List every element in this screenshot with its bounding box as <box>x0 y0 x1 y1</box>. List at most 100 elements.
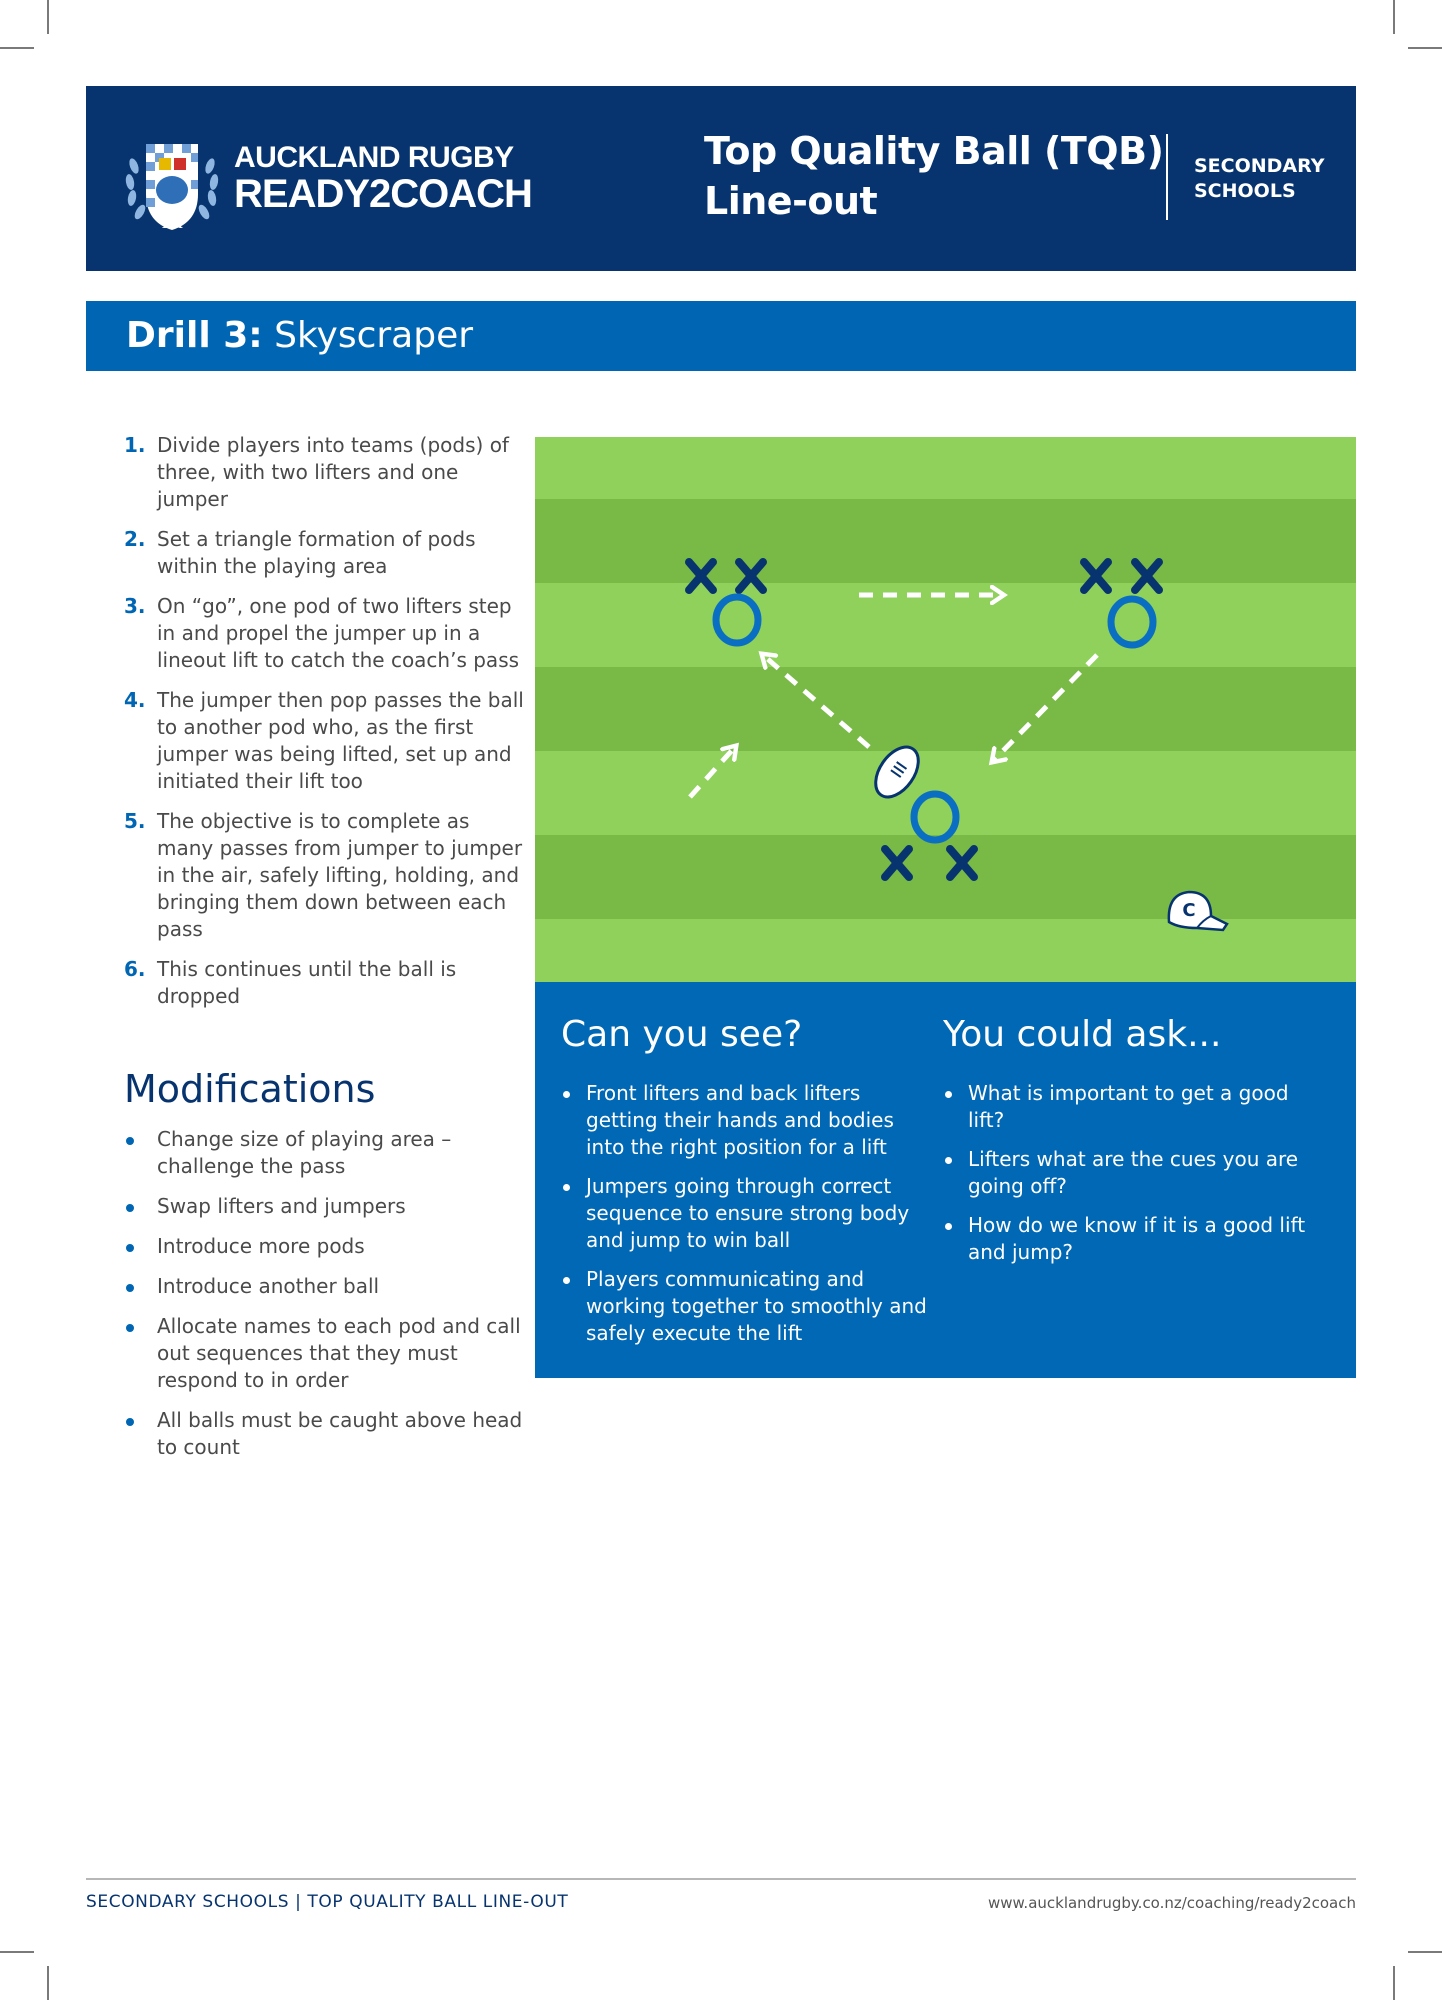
rugby-ball-icon <box>874 745 920 799</box>
step-number: 4. <box>124 688 146 712</box>
step-item: 4. The jumper then pop passes the ball to… <box>124 687 524 795</box>
crop-mark <box>1408 47 1442 49</box>
step-item: 2.Set a triangle formation of pods withi… <box>124 526 524 580</box>
question-text: How do we know if it is a good lift and … <box>968 1213 1306 1264</box>
lifter-x-marker <box>1080 558 1163 594</box>
bullet-icon <box>126 1324 134 1332</box>
modification-text: Swap lifters and jumpers <box>157 1194 406 1218</box>
bullet-icon <box>945 1223 952 1230</box>
field-stripe-dark <box>535 667 1356 751</box>
auckland-rugby-crest-icon: RA <box>125 144 219 232</box>
brand-line-1: AUCKLAND RUGBY <box>234 141 514 174</box>
footer-section-label: SECONDARY SCHOOLS | TOP QUALITY BALL LIN… <box>86 1892 569 1912</box>
step-text: Divide players into teams (pods) of thre… <box>157 433 509 511</box>
crop-mark <box>0 47 34 49</box>
drill-title: Drill 3: Skyscraper <box>126 315 473 357</box>
step-text: The jumper then pop passes the ball to a… <box>157 688 524 793</box>
pod-bottom <box>881 790 978 881</box>
drill-field-diagram: C <box>535 437 1356 983</box>
crop-mark <box>47 0 49 34</box>
audience-line-1: SECONDARY <box>1194 155 1325 177</box>
step-text: This continues until the ball is dropped <box>157 957 457 1008</box>
jumper-o-marker <box>910 790 960 844</box>
coaching-points-panel: Can you see? Front lifters and back lift… <box>535 982 1356 1378</box>
step-text: The objective is to complete as many pas… <box>157 809 523 941</box>
modification-item: Introduce more pods <box>124 1233 524 1260</box>
bullet-icon <box>126 1137 134 1145</box>
crop-mark <box>1393 1966 1395 2000</box>
step-text: Set a triangle formation of pods within … <box>157 527 476 578</box>
step-number: 1. <box>124 433 146 457</box>
pod-top-left <box>685 558 767 647</box>
step-number: 3. <box>124 594 146 618</box>
step-item: 6. This continues until the ball is dropp… <box>124 956 524 1010</box>
modification-item: Introduce another ball <box>124 1273 524 1300</box>
svg-text:RA: RA <box>162 216 184 232</box>
field-stripe-dark <box>535 499 1356 583</box>
footer-url[interactable]: www.aucklandrugby.co.nz/coaching/ready2c… <box>988 1894 1356 1912</box>
drill-number: Drill 3: <box>126 315 263 356</box>
field-stripe-dark <box>535 835 1356 919</box>
page-title: Top Quality Ball (TQB) Line-out <box>704 126 1164 226</box>
coach-cap-icon: C <box>1167 890 1229 932</box>
step-number: 6. <box>124 957 146 981</box>
you-could-ask-section: You could ask... What is important to ge… <box>943 1012 1323 1278</box>
observation-item: Front lifters and back lifters getting t… <box>561 1080 931 1161</box>
modification-text: All balls must be caught above head to c… <box>157 1408 523 1459</box>
can-you-see-heading: Can you see? <box>561 1014 803 1055</box>
crop-mark <box>0 1951 34 1953</box>
audience-line-2: SCHOOLS <box>1194 180 1296 202</box>
modification-item: Change size of playing area – challenge … <box>124 1126 524 1180</box>
question-text: What is important to get a good lift? <box>968 1081 1289 1132</box>
drill-steps-list: 1. Divide players into teams (pods) of th… <box>124 432 524 1023</box>
step-item: 1. Divide players into teams (pods) of th… <box>124 432 524 513</box>
you-could-ask-list: What is important to get a good lift? Li… <box>943 1080 1323 1266</box>
pass-arrow <box>993 653 1099 761</box>
modification-text: Introduce more pods <box>157 1234 365 1258</box>
question-text: Lifters what are the cues you are going … <box>968 1147 1299 1198</box>
observation-item: Jumpers going through correct sequence t… <box>561 1173 931 1254</box>
bullet-icon <box>563 1091 570 1098</box>
crop-mark <box>1408 1951 1442 1953</box>
modifications-heading: Modifications <box>124 1067 376 1111</box>
footer-divider <box>86 1878 1356 1880</box>
crop-mark <box>1393 0 1395 34</box>
you-could-ask-heading: You could ask... <box>943 1014 1222 1055</box>
observation-item: Players communicating and working togeth… <box>561 1266 931 1347</box>
bullet-icon <box>126 1204 134 1212</box>
bullet-icon <box>945 1091 952 1098</box>
drill-name: Skyscraper <box>274 315 474 356</box>
brand-wordmark: AUCKLAND RUGBY READY2COACH <box>234 141 533 216</box>
modifications-list: Change size of playing area – challenge … <box>124 1126 524 1474</box>
modification-item: Swap lifters and jumpers <box>124 1193 524 1220</box>
bullet-icon <box>563 1277 570 1284</box>
coach-label: C <box>1182 900 1195 921</box>
lifter-x-marker <box>685 558 767 594</box>
page-header: RA AUCKLAND RUGBY READY2COACH Top Qualit… <box>86 86 1356 271</box>
lifter-x-marker <box>881 845 978 881</box>
modification-item: All balls must be caught above head to c… <box>124 1407 524 1461</box>
question-item: How do we know if it is a good lift and … <box>943 1212 1323 1266</box>
bullet-icon <box>126 1418 134 1426</box>
bullet-icon <box>126 1244 134 1252</box>
modification-text: Change size of playing area – challenge … <box>157 1127 452 1178</box>
brand-line-2: READY2COACH <box>234 172 533 216</box>
modification-item: Allocate names to each pod and call out … <box>124 1313 524 1394</box>
bullet-icon <box>945 1157 952 1164</box>
jumper-o-marker <box>712 593 762 647</box>
pod-top-right <box>1080 558 1163 649</box>
audience-label: SECONDARY SCHOOLS <box>1194 154 1325 204</box>
can-you-see-section: Can you see? Front lifters and back lift… <box>561 1012 931 1359</box>
observation-text: Front lifters and back lifters getting t… <box>586 1081 894 1159</box>
pass-arrow <box>688 747 735 799</box>
step-text: On “go”, one pod of two lifters step in … <box>157 594 520 672</box>
step-item: 5.The objective is to complete as many p… <box>124 808 524 943</box>
page-title-line-2: Line-out <box>704 179 878 223</box>
page-title-line-1: Top Quality Ball (TQB) <box>704 129 1164 173</box>
modification-text: Introduce another ball <box>157 1274 380 1298</box>
question-item: Lifters what are the cues you are going … <box>943 1146 1323 1200</box>
can-you-see-list: Front lifters and back lifters getting t… <box>561 1080 931 1347</box>
bullet-icon <box>563 1184 570 1191</box>
drill-title-bar: Drill 3: Skyscraper <box>86 301 1356 371</box>
observation-text: Players communicating and working togeth… <box>586 1267 927 1345</box>
